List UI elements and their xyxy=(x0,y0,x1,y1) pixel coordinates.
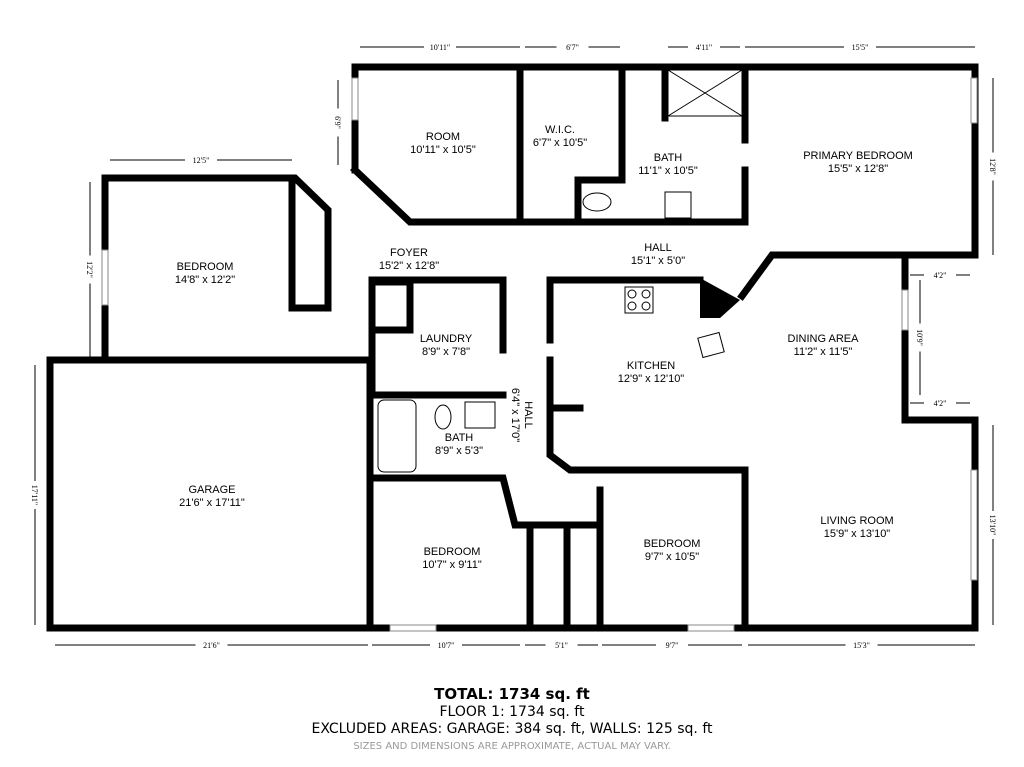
room-size: 11'2" x 11'5" xyxy=(794,346,853,358)
room-size: 21'6" x 17'11" xyxy=(179,497,245,509)
room-name: BEDROOM xyxy=(644,538,701,550)
dimension-label: 6'9" xyxy=(333,116,342,129)
dimension-label: 4'2" xyxy=(934,399,947,408)
dimension-label: 5'1" xyxy=(555,641,568,650)
room-label: W.I.C.6'7" x 10'5" xyxy=(533,124,587,149)
dimension-label: 10'11" xyxy=(430,43,450,52)
toilet-icon xyxy=(434,404,452,430)
room-name: DINING AREA xyxy=(788,333,860,345)
fixtures xyxy=(377,69,743,473)
room-size: 6'4" x 17'0" xyxy=(509,388,521,442)
room-name: W.I.C. xyxy=(545,124,575,136)
dimension-label: 10'9" xyxy=(915,329,924,346)
room-size: 15'9" x 13'10" xyxy=(824,528,891,540)
room-name: LAUNDRY xyxy=(420,333,473,345)
dimension-label: 4'2" xyxy=(934,271,947,280)
dimension-label: 10'7" xyxy=(438,641,455,650)
room-size: 11'1" x 10'5" xyxy=(638,165,698,177)
disclaimer: SIZES AND DIMENSIONS ARE APPROXIMATE, AC… xyxy=(353,741,671,752)
dimension-label: 9'7" xyxy=(666,641,679,650)
dimension-label: 17'11" xyxy=(30,485,39,505)
dimension-label: 12'5" xyxy=(193,156,210,165)
room-size: 15'1" x 5'0" xyxy=(631,255,685,267)
dimension-label: 12'8" xyxy=(988,158,997,175)
floor-area: FLOOR 1: 1734 sq. ft xyxy=(439,704,585,720)
stove-icon xyxy=(624,286,654,314)
room-name: PRIMARY BEDROOM xyxy=(803,150,913,162)
room-name: GARAGE xyxy=(188,484,235,496)
total-area: TOTAL: 1734 sq. ft xyxy=(434,685,590,703)
room-name: HALL xyxy=(644,242,672,254)
room-size: 10'11" x 10'5" xyxy=(410,144,476,156)
dimension-label: 4'11" xyxy=(696,43,712,52)
room-size: 6'7" x 10'5" xyxy=(533,137,587,149)
room-size: 8'9" x 7'8" xyxy=(422,346,470,358)
room-name: BEDROOM xyxy=(424,546,481,558)
room-name: ROOM xyxy=(426,131,460,143)
room-size: 9'7" x 10'5" xyxy=(645,551,699,563)
room-name: LIVING ROOM xyxy=(820,515,893,527)
sink-icon xyxy=(664,191,692,219)
room-name: FOYER xyxy=(390,247,428,259)
dimension-label: 15'3" xyxy=(853,641,870,650)
toilet-icon xyxy=(582,192,612,212)
dimension-label: 13'10" xyxy=(988,515,997,536)
dimension-label: 6'7" xyxy=(566,43,579,52)
dimension-label: 15'5" xyxy=(852,43,869,52)
walls xyxy=(46,63,979,632)
room-size: 14'8" x 12'2" xyxy=(175,274,235,286)
room-name: BATH xyxy=(445,432,474,444)
room-name: KITCHEN xyxy=(627,360,675,372)
fireplace xyxy=(700,278,740,318)
dimension-label: 21'6" xyxy=(203,641,220,650)
room-name: HALL xyxy=(522,401,534,429)
room-size: 15'5" x 12'8" xyxy=(828,163,888,175)
sink-icon xyxy=(464,401,496,429)
table-icon xyxy=(697,331,725,359)
excluded-areas: EXCLUDED AREAS: GARAGE: 384 sq. ft, WALL… xyxy=(311,721,713,737)
room-name: BATH xyxy=(654,152,683,164)
room-size: 10'7" x 9'11" xyxy=(422,559,482,571)
dimension-label: 12'2" xyxy=(85,261,94,278)
bathtub-icon xyxy=(377,399,417,473)
room-size: 12'9" x 12'10" xyxy=(618,373,685,385)
room-size: 15'2" x 12'8" xyxy=(379,260,439,272)
room-size: 8'9" x 5'3" xyxy=(435,445,483,457)
room-name: BEDROOM xyxy=(177,261,234,273)
windows xyxy=(101,77,978,632)
dimension-annotations: 10'11" 6'7" 4'11" 15'5" 12'5" 6'9" 12'8" 12'2" 4… xyxy=(30,42,998,650)
